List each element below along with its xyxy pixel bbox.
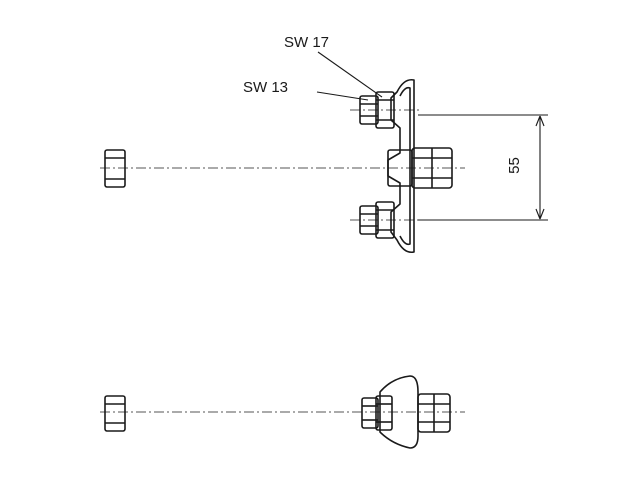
- dimension-55: [418, 114, 548, 221]
- small-nut-lower: [361, 395, 393, 431]
- lower-assembly: [361, 375, 451, 449]
- wrench-size-label-small: SW 13: [243, 79, 289, 96]
- leader-lines: [316, 51, 383, 101]
- center-lines: [100, 109, 465, 413]
- leader-sw13: [316, 91, 369, 101]
- clamp-plate-lower: [379, 375, 419, 449]
- small-nut-top: [359, 91, 395, 129]
- arrow-bottom: [535, 208, 545, 220]
- small-nut-bottom: [359, 201, 395, 239]
- dimension-label: 55: [505, 157, 523, 174]
- arrow-top: [535, 115, 545, 127]
- large-nut-center: [387, 147, 453, 189]
- large-nut-lower: [417, 393, 451, 433]
- wrench-size-label-large: SW 17: [284, 34, 330, 51]
- leader-sw17: [317, 51, 383, 98]
- clamp-plate-upper: [387, 78, 415, 254]
- hex-nut-left-upper: [104, 149, 126, 188]
- hex-nut-left-lower: [104, 395, 126, 432]
